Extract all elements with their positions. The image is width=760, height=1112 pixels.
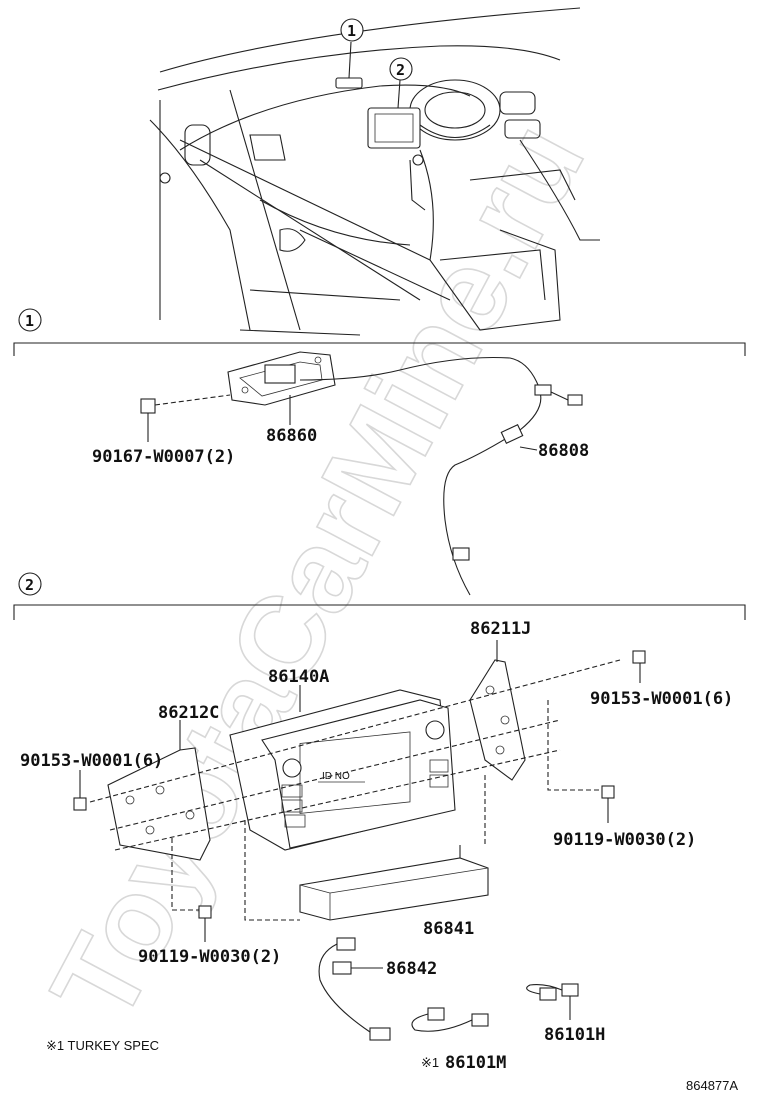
- bolt-90119-right: [601, 785, 615, 799]
- overview-callout-1-label: 1: [347, 22, 356, 40]
- part-label-86211J: 86211J: [470, 619, 531, 639]
- bolt-90153-left: [73, 797, 87, 811]
- dashboard-overview-illustration: 1 2: [149, 7, 600, 336]
- part-label-90153-left: 90153-W0001(6): [20, 751, 163, 771]
- figure-code: 864877A: [686, 1078, 738, 1093]
- cable-86808: [299, 356, 583, 596]
- part-86860-bracket: [227, 351, 336, 425]
- part-86211J-right-bracket: [469, 640, 526, 781]
- section-2: 2: [13, 572, 746, 1073]
- section-1: 1 86860 90167-W0007(2): [13, 308, 746, 596]
- footnote-turkey-spec: ※1 TURKEY SPEC: [46, 1038, 159, 1053]
- part-label-86808: 86808: [538, 441, 589, 461]
- part-label-86101H: 86101H: [544, 1025, 605, 1045]
- head-unit-location: [367, 107, 421, 149]
- part-86212C-left-bracket: [107, 720, 211, 861]
- section-1-bracket: [13, 342, 746, 356]
- part-label-86101M-mark: ※1: [421, 1055, 439, 1070]
- part-86841-module: [299, 845, 489, 921]
- id-no-label: ID NO: [322, 771, 350, 782]
- bolt-90153-right: [632, 650, 646, 664]
- assembly-dashed-lines: [89, 659, 621, 921]
- overview-callout-2: [389, 57, 413, 81]
- part-label-86860: 86860: [266, 426, 317, 446]
- part-label-86101M: 86101M: [445, 1053, 506, 1073]
- part-label-90119-right: 90119-W0030(2): [553, 830, 696, 850]
- part-label-86212C: 86212C: [158, 703, 219, 723]
- overview-callout-2-label: 2: [396, 61, 405, 79]
- part-label-90167: 90167-W0007(2): [92, 447, 235, 467]
- antenna-module-location: [335, 77, 363, 89]
- section-2-callout: [18, 572, 42, 596]
- section-2-bracket: [13, 604, 746, 620]
- section-2-callout-label: 2: [25, 576, 34, 594]
- overview-callout-1: [340, 18, 364, 42]
- section-1-callout-label: 1: [25, 312, 34, 330]
- bolt-90167: [140, 394, 231, 442]
- part-label-90119-left: 90119-W0030(2): [138, 947, 281, 967]
- section-1-callout: [18, 308, 42, 332]
- part-label-86841: 86841: [423, 919, 474, 939]
- part-label-90153-right: 90153-W0001(6): [590, 689, 733, 709]
- part-86101M-harness: [411, 1007, 489, 1032]
- bolts-section-2: [73, 650, 646, 942]
- part-label-86140A: 86140A: [268, 667, 329, 687]
- part-86101H-harness: [526, 983, 579, 1020]
- part-86842-harness: [318, 937, 391, 1041]
- part-86140A-head-unit: ID NO: [229, 685, 456, 851]
- bolt-90119-left: [198, 905, 212, 919]
- part-label-86842: 86842: [386, 959, 437, 979]
